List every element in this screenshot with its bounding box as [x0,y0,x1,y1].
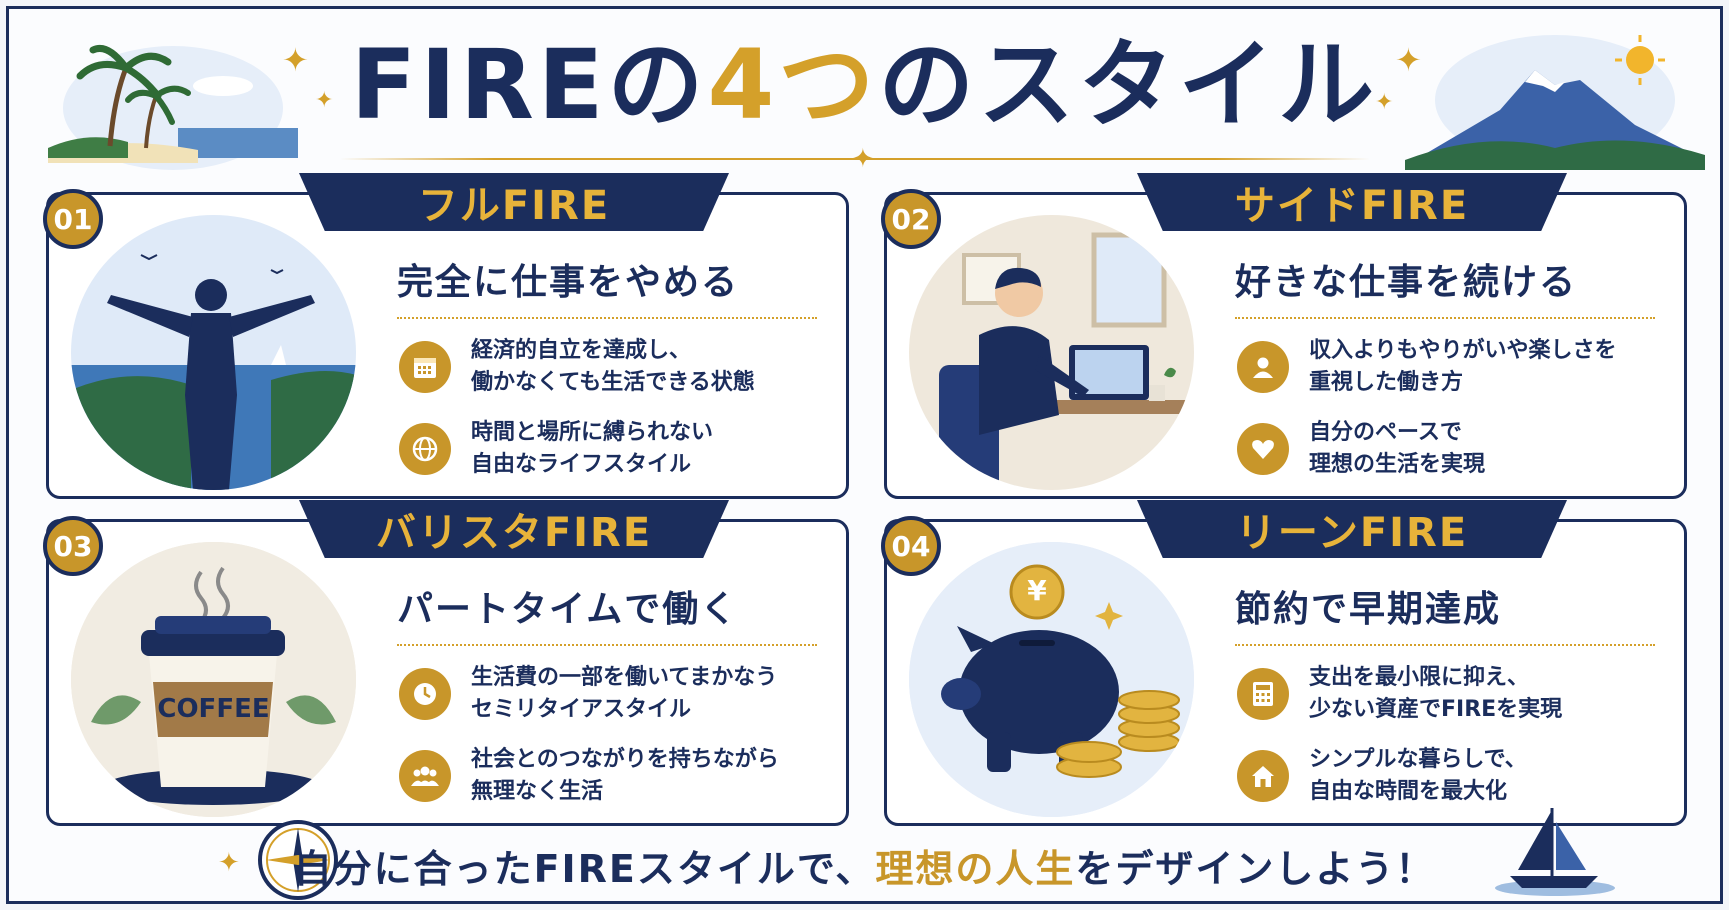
calculator-icon [1237,668,1289,720]
sparkle-icon: ✦ [1375,90,1394,115]
yen-coin-symbol: ¥ [1027,574,1047,607]
person-icon [1237,341,1289,393]
feature-text: 働かなくても生活できる状態 [471,370,755,395]
card-lean-fire: リーンFIRE 04 ¥ 節約で早期達成 支出を最小限に抑え、少ない資産でFIR… [881,500,1687,826]
feature-item: 社会とのつながりを持ちながら無理なく生活 [399,744,839,808]
card-barista-fire: バリスタFIRE 03 COFFEE パートタイムで働く 生活費の一部を働いてま… [43,500,849,826]
feature-item: 経済的自立を達成し、働かなくても生活できる状態 [399,335,839,399]
footer-message: 自分に合ったFIREスタイルで、理想の人生をデザインしよう！ [293,847,1436,891]
card-number-badge: 02 [881,189,941,249]
sparkle-icon: ✦ [218,848,240,878]
dotted-divider [397,644,817,646]
feature-text: 生活費の一部を働いてまかなう [471,665,778,690]
feature-text: 自由なライフスタイル [471,452,692,477]
card-headline: 好きな仕事を続ける [1235,262,1578,303]
feature-item: シンプルな暮らしで、自由な時間を最大化 [1237,744,1677,808]
dotted-divider [1235,644,1655,646]
mountain-illustration [1405,35,1705,170]
card-title-banner: バリスタFIRE [299,500,729,558]
feature-text: 少ない資産でFIREを実現 [1309,697,1563,722]
sparkle-icon: ✦ [852,144,874,174]
sparkle-icon: ✦ [315,88,334,113]
person-at-laptop-illustration [909,215,1194,490]
card-title-banner: リーンFIRE [1137,500,1567,558]
card-title-banner: サイドFIRE [1137,173,1567,231]
globe-icon [399,423,451,475]
card-number-badge: 01 [43,189,103,249]
feature-item: 時間と場所に縛られない自由なライフスタイル [399,417,839,481]
people-icon [399,750,451,802]
card-headline: 完全に仕事をやめる [397,262,740,303]
card-headline: 節約で早期達成 [1235,589,1502,630]
feature-text: 自分のペースで [1309,420,1462,445]
feature-text: 社会とのつながりを持ちながら [471,747,779,772]
compass-icon [258,820,338,900]
feature-text: 自由な時間を最大化 [1309,779,1508,804]
coffee-cup-illustration: COFFEE [71,542,356,817]
heart-icon [1237,423,1289,475]
feature-text: セミリタイアスタイル [471,697,692,722]
card-side-fire: サイドFIRE 02 好きな仕事を続ける 収入よりもやりがいや楽しさを重視した働… [881,173,1687,499]
feature-item: 自分のペースで理想の生活を実現 [1237,417,1677,481]
page-title: FIREの4つのスタイル [350,29,1379,141]
sailboat-illustration [1495,808,1615,896]
house-icon [1237,750,1289,802]
sparkle-icon: ✦ [282,41,309,79]
piggy-bank-illustration: ¥ [909,542,1194,817]
dotted-divider [1235,317,1655,319]
card-full-fire: フルFIRE 01 完全に仕事をやめる 経済的自立を達成し、働かなくても生活でき… [43,173,849,499]
sparkle-icon: ✦ [1395,41,1422,79]
feature-text: 支出を最小限に抑え、 [1309,665,1530,690]
feature-text: 時間と場所に縛られない [471,420,714,445]
title-divider [340,158,1370,160]
feature-item: 支出を最小限に抑え、少ない資産でFIREを実現 [1237,662,1677,726]
feature-text: 重視した働き方 [1309,370,1464,395]
feature-item: 収入よりもやりがいや楽しさを重視した働き方 [1237,335,1677,399]
feature-text: 経済的自立を達成し、 [471,338,692,363]
card-headline: パートタイムで働く [397,589,739,630]
card-title-banner: フルFIRE [299,173,729,231]
clock-icon [399,668,451,720]
person-raising-arms-illustration [71,215,356,490]
feature-item: 生活費の一部を働いてまかなうセミリタイアスタイル [399,662,839,726]
beach-illustration [48,45,298,170]
feature-text: シンプルな暮らしで、 [1309,747,1527,772]
feature-text: 収入よりもやりがいや楽しさを [1309,338,1617,363]
feature-text: 理想の生活を実現 [1309,452,1486,477]
dotted-divider [397,317,817,319]
feature-text: 無理なく生活 [471,779,604,804]
coffee-label: COFFEE [157,694,270,724]
calendar-icon [399,341,451,393]
